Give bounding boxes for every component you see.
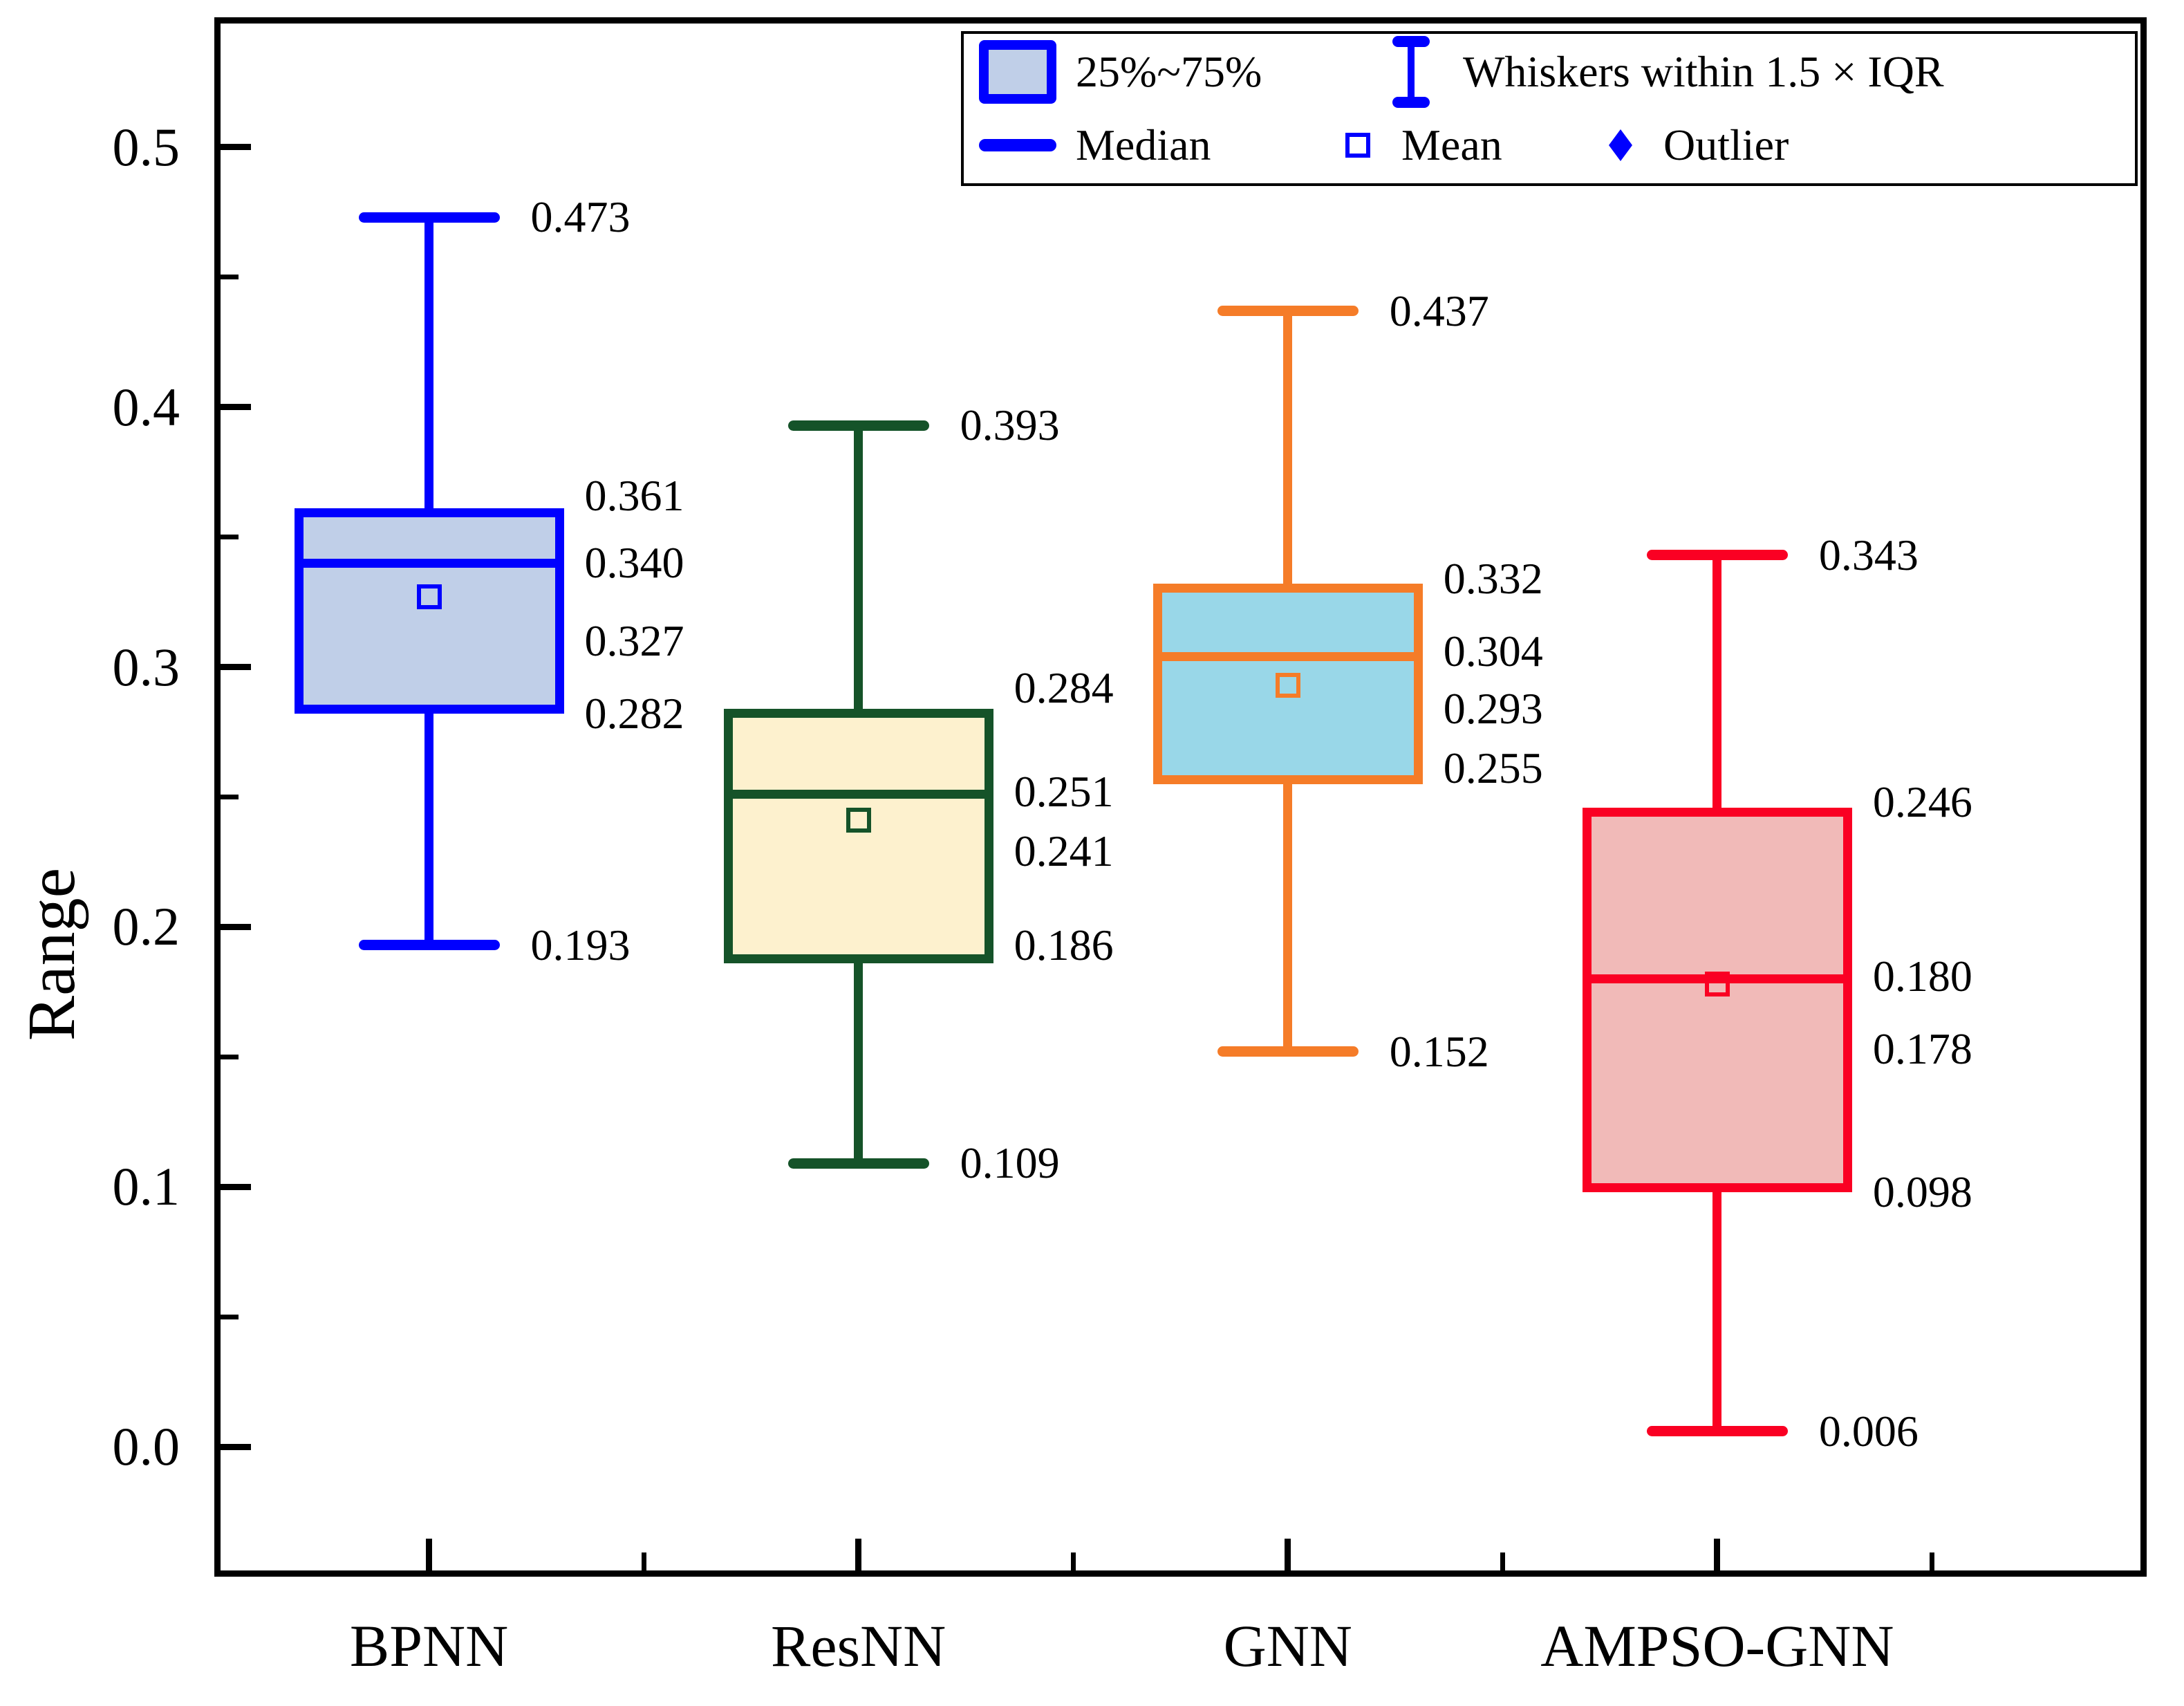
whisker-cap-bottom [358,940,500,951]
y-minor-tick [221,795,239,799]
whisker-cap-bottom [787,1158,929,1169]
whisker-cap-top [1217,306,1359,317]
legend: 25%~75% Whiskers within 1.5 × IQR Median… [961,31,2138,186]
box-AMPSO-GNN [1582,807,1852,1192]
y-major-tick [221,1443,251,1450]
whisker-cap-bottom [1217,1046,1359,1057]
lower-whisker-stem [1283,784,1293,1052]
value-label: 0.006 [1818,1406,1919,1456]
value-label: 0.282 [584,689,684,739]
value-label: 0.246 [1872,777,1972,827]
median-line [303,558,555,568]
x-major-tick [1714,1539,1721,1570]
median-line [1161,652,1414,662]
legend-median-label: Median [1076,120,1211,170]
y-minor-tick [221,1314,239,1319]
mean-square-icon [1345,133,1370,158]
value-label: 0.152 [1389,1026,1489,1076]
value-label: 0.186 [1014,920,1114,970]
upper-whisker-stem [1283,310,1293,584]
y-tick-label: 0.2 [112,896,180,957]
x-category-label: GNN [1223,1613,1352,1679]
lower-whisker-stem [854,963,864,1164]
legend-outlier-label: Outlier [1663,120,1789,170]
value-label: 0.393 [960,400,1060,450]
value-label: 0.109 [960,1138,1060,1188]
value-label: 0.473 [530,192,631,242]
whisker-icon [1387,35,1435,108]
x-major-tick [1285,1539,1291,1570]
value-label: 0.327 [584,616,684,665]
value-label: 0.193 [530,920,631,970]
mean-marker [1275,672,1300,698]
lower-whisker-stem [1712,1192,1722,1431]
median-line [732,790,984,799]
value-label: 0.098 [1872,1167,1972,1216]
value-label: 0.332 [1443,553,1543,603]
x-major-tick [855,1539,862,1570]
whisker-cap-bottom-icon [1392,96,1430,108]
upper-whisker-stem [1712,555,1722,808]
x-category-label: BPNN [349,1613,509,1679]
value-label: 0.343 [1818,530,1919,580]
y-minor-tick [221,535,239,540]
y-major-tick [221,144,251,151]
y-major-tick [221,404,251,411]
median-line-icon [979,139,1056,152]
y-major-tick [221,664,251,671]
box-ResNN [723,708,993,964]
box-GNN [1152,584,1423,784]
legend-whisker-label: Whiskers within 1.5 × IQR [1463,46,1944,96]
value-label: 0.241 [1014,826,1114,876]
upper-whisker-stem [854,425,864,709]
box-BPNN [294,508,564,714]
box-swatch-icon [979,39,1056,104]
x-minor-tick [1929,1552,1934,1570]
whisker-stem-icon [1408,41,1415,102]
lower-whisker-stem [424,714,434,945]
legend-box-label: 25%~75% [1076,46,1262,96]
value-label: 0.361 [584,470,684,520]
y-tick-label: 0.1 [112,1156,180,1217]
x-category-label: ResNN [771,1613,946,1679]
x-minor-tick [641,1552,646,1570]
legend-mean-label: Mean [1401,120,1502,170]
y-minor-tick [221,275,239,280]
y-tick-label: 0.4 [112,376,180,437]
y-tick-label: 0.5 [112,116,180,177]
value-label: 0.180 [1872,951,1972,1001]
y-tick-label: 0.0 [112,1416,180,1477]
y-tick-label: 0.3 [112,636,180,697]
outlier-diamond-icon [1609,129,1632,162]
value-label: 0.304 [1443,627,1543,676]
value-label: 0.284 [1014,662,1114,712]
mean-marker [416,584,442,610]
whisker-cap-top [358,212,500,223]
x-minor-tick [1070,1552,1076,1570]
x-minor-tick [1500,1552,1505,1570]
upper-whisker-stem [424,217,434,509]
value-label: 0.437 [1389,286,1489,335]
legend-row-2: Median Mean Outlier [964,109,2135,181]
value-label: 0.340 [584,538,684,588]
value-label: 0.255 [1443,743,1543,793]
legend-row-1: 25%~75% Whiskers within 1.5 × IQR [964,35,2135,108]
mean-marker [1704,972,1730,997]
median-line [1591,974,1843,984]
whisker-cap-top [1646,550,1788,561]
value-label: 0.251 [1014,766,1114,816]
x-major-tick [426,1539,433,1570]
mean-marker [846,808,871,833]
value-label: 0.178 [1872,1024,1972,1074]
y-major-tick [221,923,251,930]
whisker-cap-bottom [1646,1426,1788,1437]
value-label: 0.293 [1443,683,1543,733]
plot-frame [214,17,2147,1577]
x-category-label: AMPSO-GNN [1540,1613,1894,1679]
y-major-tick [221,1183,251,1190]
whisker-cap-top [787,420,929,431]
y-minor-tick [221,1054,239,1059]
